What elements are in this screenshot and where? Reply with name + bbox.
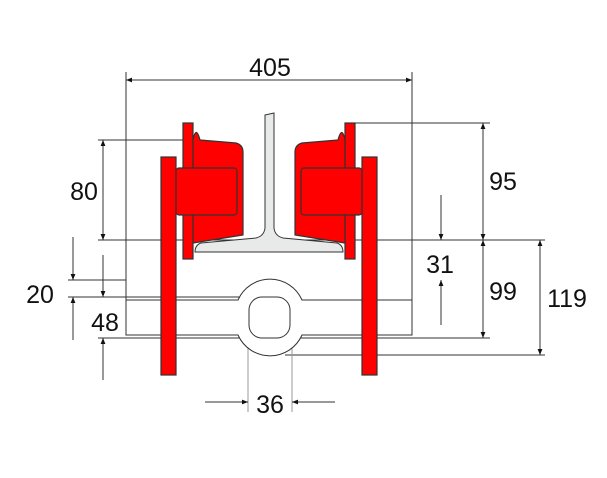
dim-hole-width: 36 [256,391,284,419]
right-wheel [294,122,363,260]
dim-boss-offset: 20 [26,281,54,309]
dim-overall-width: 405 [249,54,291,82]
dim-rail-to-bottom: 99 [489,278,517,306]
left-wheel [175,122,244,260]
pin-hole [248,296,291,339]
dim-rail-to-bar: 31 [426,251,454,279]
dimension-arrows [70,77,543,405]
dim-bar-height: 48 [91,309,119,337]
dim-wheel-height: 80 [70,178,98,206]
cross-bar [125,278,413,357]
left-side-plate [160,156,177,376]
i-beam [194,112,344,253]
dim-total-below-rail: 119 [547,285,587,313]
right-side-plate [361,156,378,376]
dim-flange-to-rail: 95 [489,168,517,196]
